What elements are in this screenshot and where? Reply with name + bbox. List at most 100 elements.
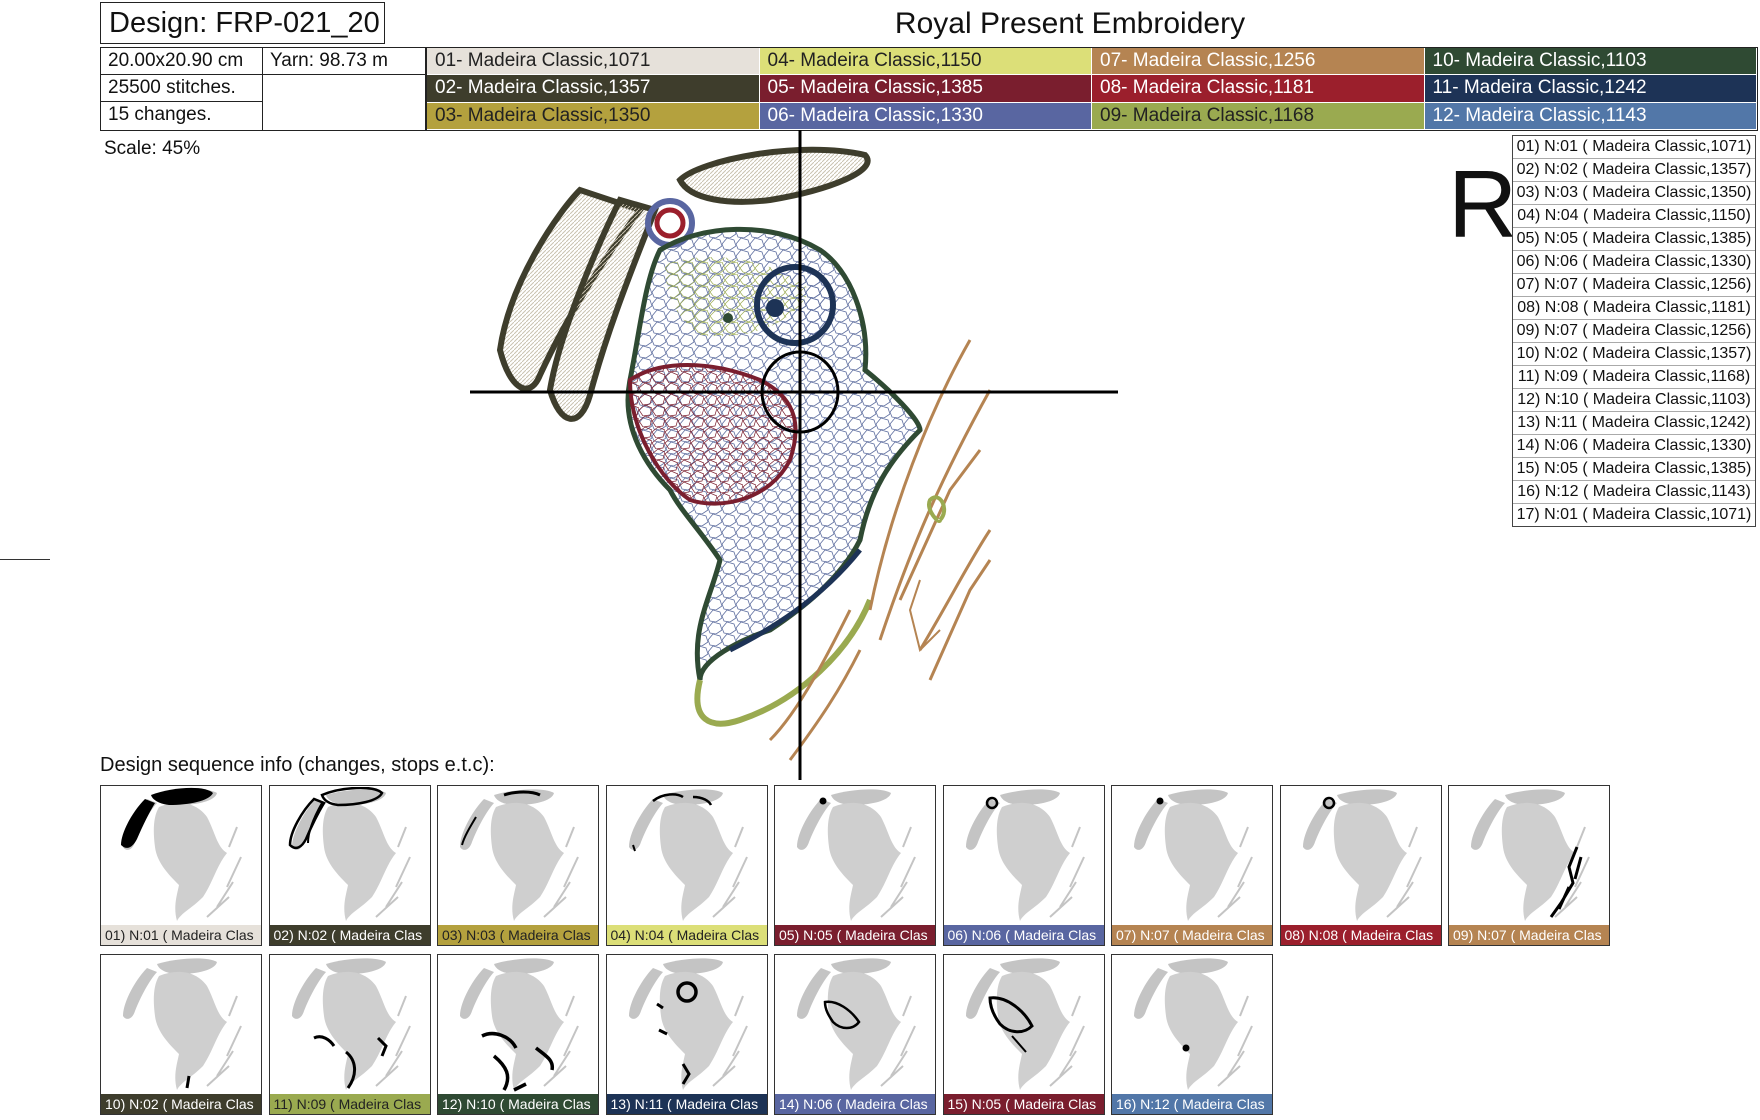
- thumbnail-preview: [291, 958, 411, 1090]
- thumbnail-preview: [1302, 789, 1422, 921]
- sequence-thumbnail: 16) N:12 ( Madeira Clas: [1111, 954, 1273, 1115]
- sequence-thumbnail: 15) N:05 ( Madeira Clas: [942, 954, 1105, 1115]
- nostril: [723, 313, 733, 323]
- thumbnail-preview: [965, 958, 1085, 1090]
- sequence-thumbnail: 08) N:08 ( Madeira Clas: [1279, 785, 1442, 946]
- sequence-thumbnail: 13) N:11 ( Madeira Clas: [605, 954, 768, 1115]
- thumbnail-label: 01) N:01 ( Madeira Clas: [101, 925, 261, 945]
- sequence-list-item: 01) N:01 ( Madeira Classic,1071): [1513, 136, 1755, 159]
- color-sequence-list: 01) N:01 ( Madeira Classic,1071)02) N:02…: [1512, 135, 1756, 527]
- sequence-list-item: 10) N:02 ( Madeira Classic,1357): [1513, 343, 1755, 366]
- scale-label: Scale: 45%: [104, 138, 201, 159]
- thumbnail-label: 09) N:07 ( Madeira Clas: [1449, 925, 1609, 945]
- sequence-list-item: 07) N:07 ( Madeira Classic,1256): [1513, 274, 1755, 297]
- mouth-shape: [627, 363, 798, 506]
- pupil: [766, 299, 784, 317]
- thumbnail-label: 14) N:06 ( Madeira Clas: [775, 1094, 935, 1114]
- thread-swatch: 06- Madeira Classic,1330: [759, 102, 1092, 130]
- thumbnail-preview: [1134, 958, 1253, 1090]
- sequence-thumbnail: 07) N:07 ( Madeira Clas: [1111, 785, 1273, 946]
- thumbnail-label: 08) N:08 ( Madeira Clas: [1280, 925, 1441, 945]
- margin-tick: [0, 559, 50, 560]
- rotation-letter: R: [1448, 151, 1518, 258]
- thumbnail-label: 13) N:11 ( Madeira Clas: [606, 1094, 767, 1114]
- arm-outline: [694, 598, 873, 727]
- brand-title: Royal Present Embroidery: [894, 7, 1246, 40]
- thumbnail-label: 04) N:04 ( Madeira Clas: [606, 925, 767, 945]
- sequence-thumbnail: 09) N:07 ( Madeira Clas: [1448, 785, 1610, 946]
- thumbnail-label: 05) N:05 ( Madeira Clas: [775, 925, 935, 945]
- sequence-thumbnail: 03) N:03 ( Madeira Clas: [437, 785, 599, 946]
- design-name-box: Design: FRP-021_20: [100, 2, 385, 44]
- design-name: Design: FRP-021_20: [109, 7, 380, 39]
- sequence-list-item: 03) N:03 ( Madeira Classic,1350): [1513, 182, 1755, 205]
- thumbnail-label: 11) N:09 ( Madeira Clas: [269, 1094, 430, 1114]
- thumbnail-label: 06) N:06 ( Madeira Clas: [943, 925, 1104, 945]
- sequence-thumbnail: 10) N:02 ( Madeira Clas: [100, 954, 262, 1115]
- sequence-list-item: 05) N:05 ( Madeira Classic,1385): [1513, 228, 1755, 251]
- sequence-list-item: 06) N:06 ( Madeira Classic,1330): [1513, 251, 1755, 274]
- info-empty-cell: [262, 74, 426, 131]
- thumbnail-preview: [628, 789, 748, 921]
- thread-swatch: 11- Madeira Classic,1242: [1424, 75, 1757, 103]
- thumbnail-preview: [965, 789, 1085, 921]
- thumbnail-label: 02) N:02 ( Madeira Clas: [269, 925, 430, 945]
- thumbnail-preview: [1471, 789, 1590, 921]
- sequence-list-item: 04) N:04 ( Madeira Classic,1150): [1513, 205, 1755, 228]
- thread-swatch: 12- Madeira Classic,1143: [1424, 102, 1757, 130]
- thumbnail-preview: [460, 958, 579, 1092]
- sequence-list-item: 17) N:01 ( Madeira Classic,1071): [1516, 506, 1752, 523]
- sequence-thumbnail: 02) N:02 ( Madeira Clas: [268, 785, 431, 946]
- change-count: 15 changes.: [100, 101, 263, 131]
- thumbnail-label: 10) N:02 ( Madeira Clas: [101, 1094, 261, 1114]
- eye: [754, 264, 836, 346]
- thumbnail-label: 03) N:03 ( Madeira Clas: [438, 925, 598, 945]
- sequence-thumbnail: 01) N:01 ( Madeira Clas: [100, 785, 262, 946]
- thumbnail-preview: [460, 789, 579, 921]
- sequence-thumbnail: 06) N:06 ( Madeira Clas: [942, 785, 1105, 946]
- thumbnail-preview: [288, 787, 411, 921]
- thumbnail-preview: [628, 958, 748, 1090]
- thread-swatch: 05- Madeira Classic,1385: [759, 75, 1092, 103]
- thumbnail-preview: [121, 787, 242, 921]
- thumbnail-preview: [797, 789, 916, 921]
- sequence-thumbnail: 04) N:04 ( Madeira Clas: [605, 785, 768, 946]
- sequence-list-item: 13) N:11 ( Madeira Classic,1242): [1513, 412, 1755, 435]
- tree-lines: [768, 339, 992, 761]
- sequence-list-item: 16) N:12 ( Madeira Classic,1143): [1513, 481, 1755, 504]
- ear-shapes: [496, 146, 871, 422]
- thumbnail-preview: [797, 958, 916, 1090]
- sequence-thumbnail: 05) N:05 ( Madeira Clas: [774, 785, 936, 946]
- stitch-count: 25500 stitches.: [100, 74, 263, 102]
- sequence-info-title: Design sequence info (changes, stops e.t…: [100, 754, 495, 776]
- flower-inner: [654, 207, 686, 239]
- arm-inner: [728, 548, 862, 653]
- design-preview: [470, 130, 1118, 780]
- sequence-list-item: 02) N:02 ( Madeira Classic,1357): [1513, 159, 1755, 182]
- thread-swatch: 07- Madeira Classic,1256: [1092, 48, 1425, 76]
- sequence-list-item: 14) N:06 ( Madeira Classic,1330): [1513, 435, 1755, 458]
- thread-swatch: 10- Madeira Classic,1103: [1424, 48, 1757, 76]
- sequence-list-item: 09) N:07 ( Madeira Classic,1256): [1513, 320, 1755, 343]
- thumbnail-label: 16) N:12 ( Madeira Clas: [1112, 1094, 1272, 1114]
- design-size: 20.00x20.90 cm: [100, 47, 263, 75]
- sequence-thumbnail: 14) N:06 ( Madeira Clas: [774, 954, 936, 1115]
- thread-swatch: 08- Madeira Classic,1181: [1092, 75, 1425, 103]
- thread-swatch: 02- Madeira Classic,1357: [427, 75, 760, 103]
- hand: [927, 495, 947, 523]
- thumbnail-preview: [1134, 789, 1253, 921]
- sequence-thumbnail: 12) N:10 ( Madeira Clas: [437, 954, 599, 1115]
- crosshair-circle: [760, 350, 840, 434]
- sequence-list-item: 12) N:10 ( Madeira Classic,1103): [1513, 389, 1755, 412]
- thread-swatch: 01- Madeira Classic,1071: [427, 48, 760, 76]
- sequence-thumbnail: 11) N:09 ( Madeira Clas: [268, 954, 431, 1115]
- yarn-length: Yarn: 98.73 m: [262, 47, 426, 75]
- thread-swatch: 09- Madeira Classic,1168: [1092, 102, 1425, 130]
- thumbnail-label: 15) N:05 ( Madeira Clas: [943, 1094, 1104, 1114]
- thumbnail-preview: [123, 958, 242, 1090]
- sequence-list-item: 15) N:05 ( Madeira Classic,1385): [1513, 458, 1755, 481]
- thread-swatch: 03- Madeira Classic,1350: [427, 102, 760, 130]
- sequence-list-item: 11) N:09 ( Madeira Classic,1168): [1513, 366, 1755, 389]
- thumbnail-label: 12) N:10 ( Madeira Clas: [438, 1094, 598, 1114]
